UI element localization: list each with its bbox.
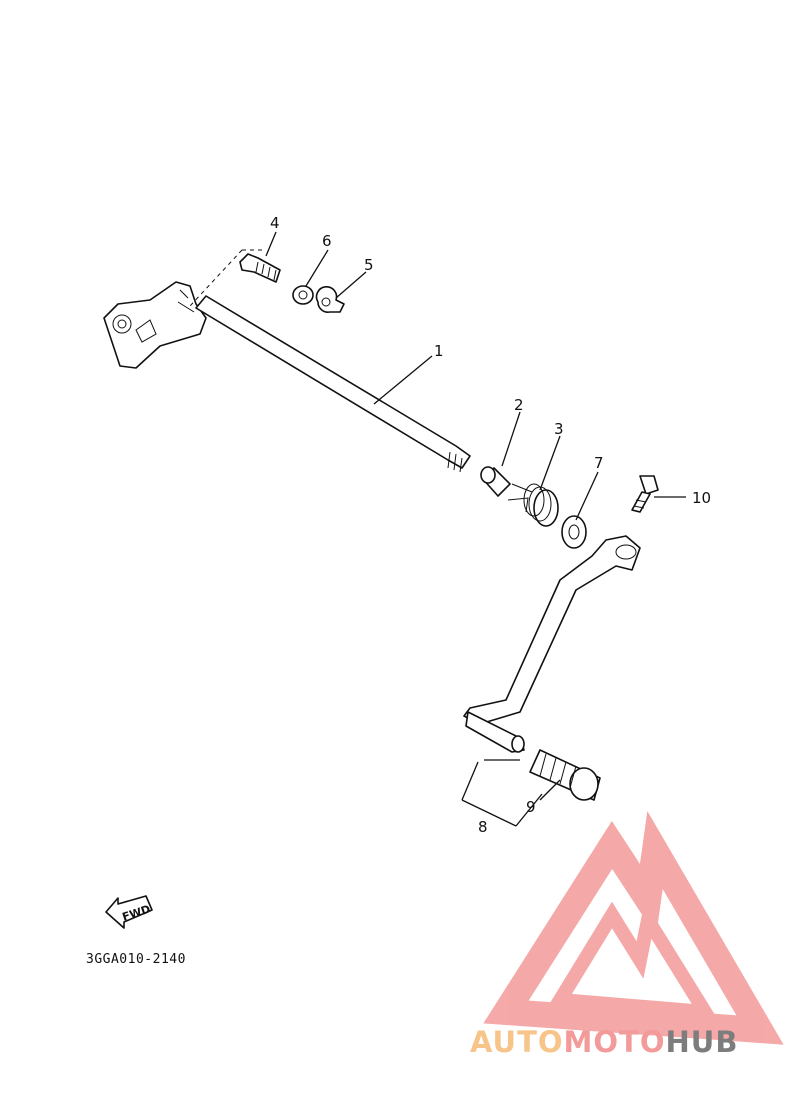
shift-shaft-part xyxy=(103,281,471,473)
bolt-part-4 xyxy=(239,253,281,283)
callout-7: 7 xyxy=(594,454,604,472)
callout-5: 5 xyxy=(364,256,374,274)
callout-3: 3 xyxy=(554,420,564,438)
callout-9: 9 xyxy=(526,798,536,816)
watermark-text: AUTOMOTOHUB xyxy=(470,1025,738,1059)
spring-part-3 xyxy=(507,483,559,527)
callout-6: 6 xyxy=(322,232,332,250)
leader-lines xyxy=(265,231,686,827)
callout-2: 2 xyxy=(514,396,524,414)
callout-8: 8 xyxy=(478,818,488,836)
watermark-text-auto: AUTO xyxy=(470,1025,564,1059)
fwd-arrow-icon: FWD xyxy=(105,895,153,929)
drawing-code: 3GGA010-2140 xyxy=(86,952,186,967)
watermark-logo-icon xyxy=(483,811,784,1045)
callout-4: 4 xyxy=(270,214,280,232)
callout-1: 1 xyxy=(434,342,444,360)
watermark-text-moto: MOTO xyxy=(564,1025,666,1059)
lock-washer-part-5 xyxy=(315,286,345,313)
washer-part-7 xyxy=(561,515,587,549)
nut-part-6 xyxy=(292,285,314,305)
pedal-rubber-part-9 xyxy=(529,749,601,801)
collar-part-2 xyxy=(480,466,511,497)
watermark-text-hub: HUB xyxy=(666,1025,739,1059)
callout-10: 10 xyxy=(692,489,711,507)
shift-pedal-part-8 xyxy=(463,535,641,753)
bolt-part-10 xyxy=(631,475,659,513)
alignment-lines xyxy=(189,249,262,307)
